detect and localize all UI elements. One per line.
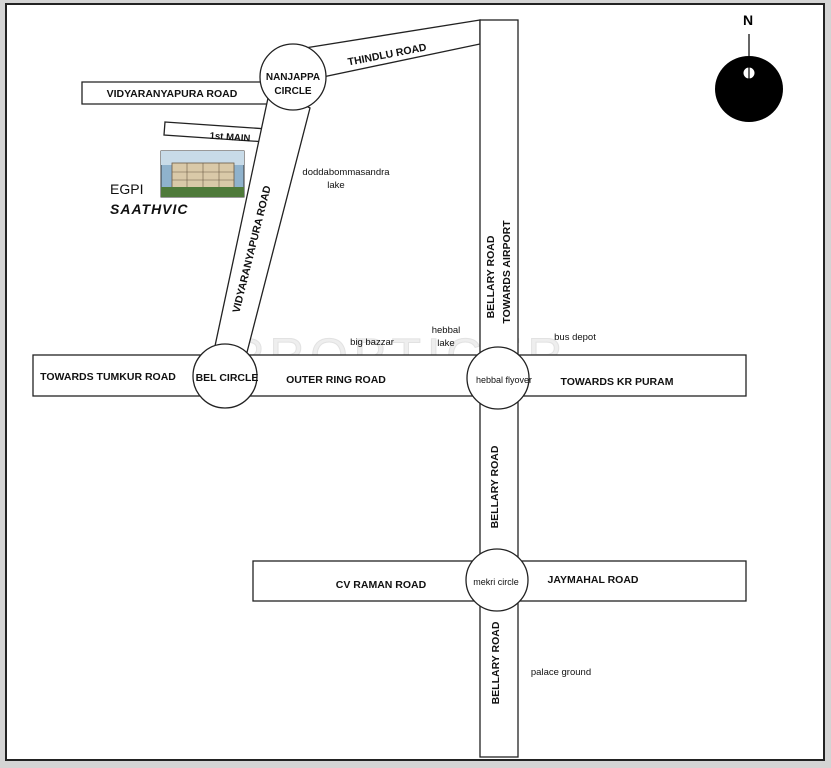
label-towards-tumkur-road: TOWARDS TUMKUR ROAD [40,371,176,383]
nanjappa-circle [259,43,327,111]
label-palace-ground: palace ground [531,667,591,678]
label-jaymahal-road: JAYMAHAL ROAD [547,574,638,586]
label-nanjappa-circle: CIRCLE [274,86,312,97]
label-doddabommasandra-lake: lake [327,180,344,191]
outer-ring-road [32,354,747,397]
label-bellary-road-airport: BELLARY ROAD [485,235,497,318]
compass-disc-icon [715,56,783,122]
label-bus-depot: bus depot [554,332,596,343]
label-hebbal-lake: lake [437,338,454,349]
label-bellary-road-mid: BELLARY ROAD [489,445,501,528]
label-nanjappa: NANJAPPA [266,72,320,83]
label-first-main: 1st MAIN [209,131,250,145]
label-hebbal: hebbal [432,325,461,336]
label-cv-raman-road: CV RAMAN ROAD [336,579,427,591]
label-vidyaranyapura-road-top: VIDYARANYAPURA ROAD [107,88,238,100]
label-doddabommasandra: doddabommasandra [302,167,390,178]
label-towards-kr-puram: TOWARDS KR PURAM [561,376,674,388]
label-big-bazzar: big bazzar [350,337,394,348]
label-hebbal-flyover: hebbal flyover [476,375,532,385]
project-marker: EGPI SAATHVIC [110,150,245,217]
mekri-circle [465,548,529,612]
label-bellary-road-bottom: BELLARY ROAD [490,621,502,704]
label-bel-circle: BEL CIRCLE [196,372,259,384]
label-mekri-circle: mekri circle [473,577,519,587]
compass-north-label: N [743,12,753,28]
north-compass: N [715,12,783,122]
bel-circle [192,343,258,409]
hebbal-flyover-circle [466,346,530,410]
project-name-saathvic: SAATHVIC [110,201,189,217]
project-name-egpi: EGPI [110,181,143,197]
label-towards-airport: TOWARDS AIRPORT [501,220,513,324]
label-outer-ring-road: OUTER RING ROAD [286,374,386,386]
